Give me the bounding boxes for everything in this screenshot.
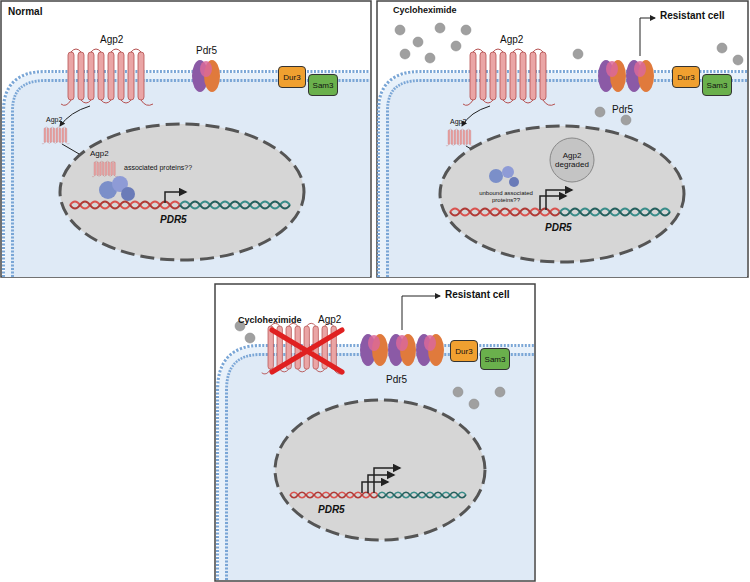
label: Pdr5 xyxy=(612,104,633,115)
label: Resistant cell xyxy=(445,289,509,300)
label: Resistant cell xyxy=(660,10,724,21)
nucleus xyxy=(275,400,485,540)
arrow xyxy=(402,296,440,330)
label: unbound associated proteins?? xyxy=(476,190,536,203)
transporter-box: Sam3 xyxy=(480,348,510,370)
agp2-receptor xyxy=(463,49,555,105)
transcription-arrow xyxy=(546,190,572,210)
transporter-box: Dur3 xyxy=(278,66,306,88)
cytoplasm xyxy=(222,350,534,580)
transporter-label: Sam3 xyxy=(705,81,730,90)
cell-membrane xyxy=(222,350,534,580)
nucleus xyxy=(60,124,304,260)
label: Agp2 degraded xyxy=(552,152,592,170)
agp2-internalized xyxy=(446,129,474,146)
transporter-label: Dur3 xyxy=(675,73,696,82)
label: PDR5 xyxy=(318,504,345,515)
transporter-box: Sam3 xyxy=(702,74,732,96)
associated-proteins xyxy=(99,176,135,201)
label: Cycloheximide xyxy=(238,316,302,326)
label: PDR5 xyxy=(160,214,187,225)
label: associated proteins?? xyxy=(124,164,192,172)
panel-frame xyxy=(1,1,371,277)
agp2-nuclear xyxy=(92,161,118,177)
cytoplasm xyxy=(383,76,747,277)
dna xyxy=(450,209,670,216)
label: Pdr5 xyxy=(386,374,407,385)
transporter-label: Sam3 xyxy=(311,81,336,90)
pdr5-transporter xyxy=(626,60,654,92)
arrow xyxy=(60,106,90,126)
cell-membrane xyxy=(222,350,534,580)
label: Agp2 xyxy=(500,34,523,45)
pdr5-transporter xyxy=(192,60,220,92)
transporter-label: Sam3 xyxy=(483,355,508,364)
degradation-bubble xyxy=(550,138,594,182)
cell-membrane xyxy=(383,76,747,277)
arrow xyxy=(640,18,655,56)
label: Normal xyxy=(8,6,42,17)
pdr5-transporter xyxy=(416,334,444,366)
cell-membrane xyxy=(8,76,370,277)
dna xyxy=(70,202,290,209)
transporter-box: Sam3 xyxy=(308,74,338,96)
transcription-arrow xyxy=(362,482,388,493)
panel-frame xyxy=(377,1,748,277)
dna xyxy=(290,492,466,498)
transporter-label: Dur3 xyxy=(281,73,302,82)
label: Pdr5 xyxy=(196,45,217,56)
agp2-receptor xyxy=(61,49,153,105)
cytoplasm xyxy=(8,76,370,277)
panel-frame xyxy=(215,284,535,581)
unbound-proteins xyxy=(489,166,519,187)
label: Agp2 xyxy=(450,118,466,126)
cell-membrane xyxy=(383,76,747,277)
label: Agp2 xyxy=(318,314,341,325)
label: Agp2 xyxy=(100,34,123,45)
cell-membrane xyxy=(8,76,370,277)
agp2-internalized xyxy=(42,127,70,144)
pdr5-transporter xyxy=(360,334,388,366)
nucleus xyxy=(440,126,684,262)
pdr5-transporter xyxy=(598,60,626,92)
transporter-label: Dur3 xyxy=(453,347,474,356)
pdr5-transporter xyxy=(388,334,416,366)
label: Agp2 xyxy=(46,116,62,124)
transcription-arrow xyxy=(374,468,400,493)
transcription-arrow xyxy=(165,192,186,203)
transcription-arrow xyxy=(368,475,394,493)
label: Agp2 xyxy=(90,150,109,159)
agp2-receptor xyxy=(262,323,345,374)
transcription-arrow xyxy=(540,196,566,210)
deletion-cross xyxy=(272,330,342,372)
transporter-box: Dur3 xyxy=(450,340,478,362)
transporter-box: Dur3 xyxy=(672,66,700,88)
label: PDR5 xyxy=(545,222,572,233)
label: Cycloheximide xyxy=(393,6,457,16)
